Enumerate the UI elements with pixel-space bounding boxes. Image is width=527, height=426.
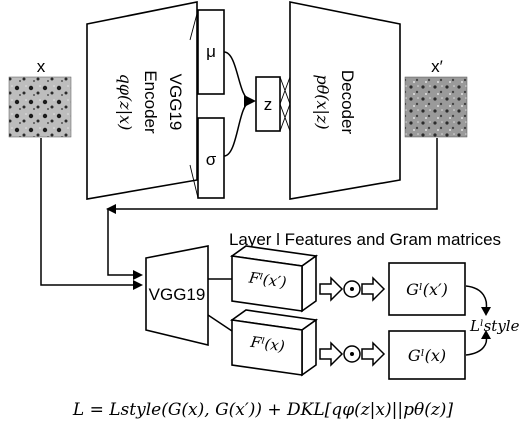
feature-block-top: Fˡ(x′) [229, 245, 319, 313]
vgg19-trapezoid [145, 245, 209, 347]
gram-bottom-label: Gˡ(x) [408, 346, 446, 365]
sigma-label: σ [206, 150, 217, 169]
hollow-arrow [361, 276, 386, 302]
hollow-arrow [319, 276, 344, 302]
input-texture-image [8, 76, 72, 138]
input-x-label: x [37, 57, 46, 76]
decoder-trapezoid [289, 1, 401, 200]
hollow-arrow [319, 341, 344, 367]
feature-front-face [231, 319, 303, 376]
gram-top-label: Gˡ(x′) [406, 280, 448, 299]
vgg-top-arrowhead [133, 270, 143, 280]
total-loss-formula: L = Lstyle(G(x), G(x′)) + DKL[qφ(z|x)||p… [72, 400, 454, 420]
sigma-to-z-curve [223, 101, 251, 157]
gram-top-to-loss-curve [465, 285, 488, 311]
connector-line [279, 76, 291, 105]
encoder-line-encoder: Encoder [141, 70, 160, 134]
vgg19-label: VGG19 [149, 285, 206, 304]
feature-block-bottom: Fˡ(x) [229, 309, 319, 377]
loss-arrowhead-top [481, 307, 491, 316]
feature-side-face [301, 318, 317, 377]
z-label: z [264, 95, 273, 114]
mu-label: μ [206, 42, 216, 61]
sigma-box [197, 117, 225, 199]
feature-side-face [301, 254, 317, 313]
connector-line [189, 164, 199, 199]
connector-line [189, 9, 199, 41]
connector-line [279, 103, 291, 132]
encoder-line-vgg19: VGG19 [166, 74, 185, 131]
gram-bottom-box [388, 330, 466, 380]
feature-front-face [231, 255, 303, 312]
mu-to-z-curve [223, 51, 251, 101]
input-to-vgg-path [40, 138, 139, 286]
gram-top-box [388, 262, 466, 316]
decoder-line-p: pθ(x|z) [313, 74, 332, 129]
odot-center [350, 287, 354, 291]
odot-center [350, 352, 354, 356]
vgg-bottom-arrowhead [133, 280, 143, 290]
output-texture-image [404, 76, 468, 138]
style-loss-label: Lˡstyle [469, 317, 520, 335]
output-x-prime-label: x′ [431, 57, 443, 76]
feature-bottom-label: Fˡ(x) [249, 333, 287, 356]
loss-arrowhead-bottom [481, 330, 491, 339]
decoder-line-decoder: Decoder [338, 70, 357, 135]
hollow-arrow [361, 341, 386, 367]
merge-arrowhead [244, 95, 256, 107]
layer-features-heading: Layer l Features and Gram matrices [229, 230, 501, 249]
feedback-arrowhead [106, 204, 116, 214]
feature-top-label: Fˡ(x′) [247, 268, 288, 291]
encoder-trapezoid [86, 1, 198, 200]
vgg-to-feature-bottom-line [207, 314, 233, 332]
encoder-line-q: qφ(z|x) [116, 74, 135, 131]
